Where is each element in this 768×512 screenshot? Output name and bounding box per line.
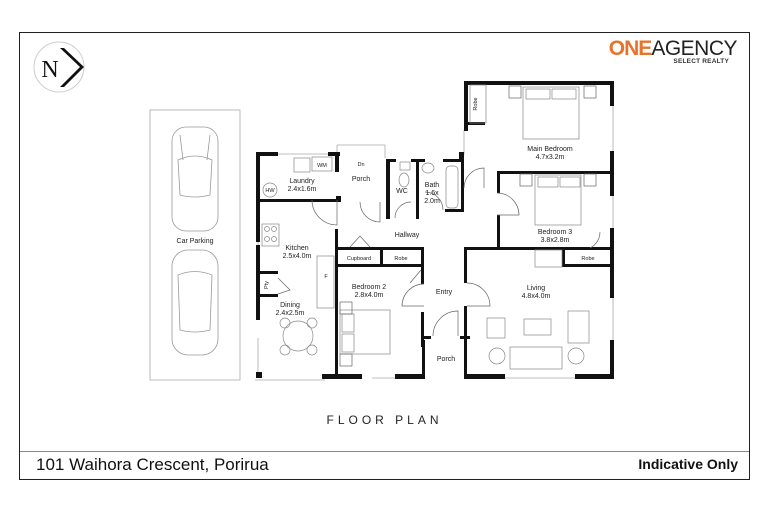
car-icon	[171, 126, 219, 232]
main-robe-label: Robe	[473, 97, 479, 110]
car-parking-label: Car Parking	[177, 238, 214, 245]
cupboard-label: Cupboard	[347, 256, 371, 262]
bedroom2-robe-label: Robe	[394, 256, 407, 262]
floor-plan-title: FLOOR PLAN	[326, 413, 443, 427]
entry-label: Entry	[436, 289, 453, 296]
fridge-label: F	[324, 274, 328, 280]
dining-label: Dining	[280, 302, 300, 309]
laundry-label: Laundry	[289, 178, 315, 185]
logo-brand-primary: ONE	[608, 37, 653, 60]
compass-letter: N	[41, 57, 58, 83]
laundry-size: 2.4x1.6m	[288, 186, 317, 193]
property-address: 101 Waihora Crescent, Porirua	[36, 455, 269, 474]
car-icon	[171, 249, 219, 356]
disclaimer: Indicative Only	[638, 456, 738, 472]
living-label: Living	[527, 285, 545, 292]
main-bedroom-label: Main Bedroom	[527, 146, 573, 153]
room-labels: Laundry 2.4x1.6m HW WM Dn Porch WC Bath …	[264, 97, 595, 363]
dining-size: 2.4x2.5m	[276, 310, 305, 317]
bath-label: Bath	[425, 182, 440, 189]
bedroom2-label: Bedroom 2	[352, 284, 386, 291]
living-size: 4.8x4.0m	[522, 293, 551, 300]
logo-brand-secondary: AGENCY	[651, 37, 737, 60]
bedroom3-size: 3.8x2.8m	[541, 237, 570, 244]
porch-bottom-label: Porch	[437, 356, 455, 363]
bath-size-2: 2.0m	[424, 198, 440, 205]
bedroom3-label: Bedroom 3	[538, 229, 572, 236]
walls	[256, 81, 614, 379]
hallway-label: Hallway	[395, 232, 420, 239]
main-bedroom-size: 4.7x3.2m	[536, 154, 565, 161]
car-parking-area: Car Parking	[149, 109, 241, 381]
kitchen-label: Kitchen	[285, 245, 308, 252]
washing-machine-label: WM	[317, 163, 327, 169]
kitchen-size: 2.5x4.0m	[283, 253, 312, 260]
wc-label: WC	[396, 188, 408, 195]
one-agency-logo: ONEAGENCY SELECT REALTY	[608, 37, 738, 65]
bath-size-1: 1.6x	[425, 190, 439, 197]
bedroom2-size: 2.8x4.0m	[355, 292, 384, 299]
hot-water-label: HW	[265, 188, 275, 194]
floor-plan-frame: ONEAGENCY SELECT REALTY FLOOR PLAN 101 W…	[19, 32, 750, 480]
stairs-down-label: Dn	[357, 162, 364, 168]
footer-bar: 101 Waihora Crescent, Porirua Indicative…	[20, 451, 749, 479]
bedroom3-robe-label: Robe	[581, 256, 594, 262]
logo-subtitle: SELECT REALTY	[673, 58, 729, 65]
porch-top-label: Porch	[352, 176, 370, 183]
north-arrow-icon: N	[33, 41, 85, 93]
pantry-label: Pty	[264, 281, 270, 289]
